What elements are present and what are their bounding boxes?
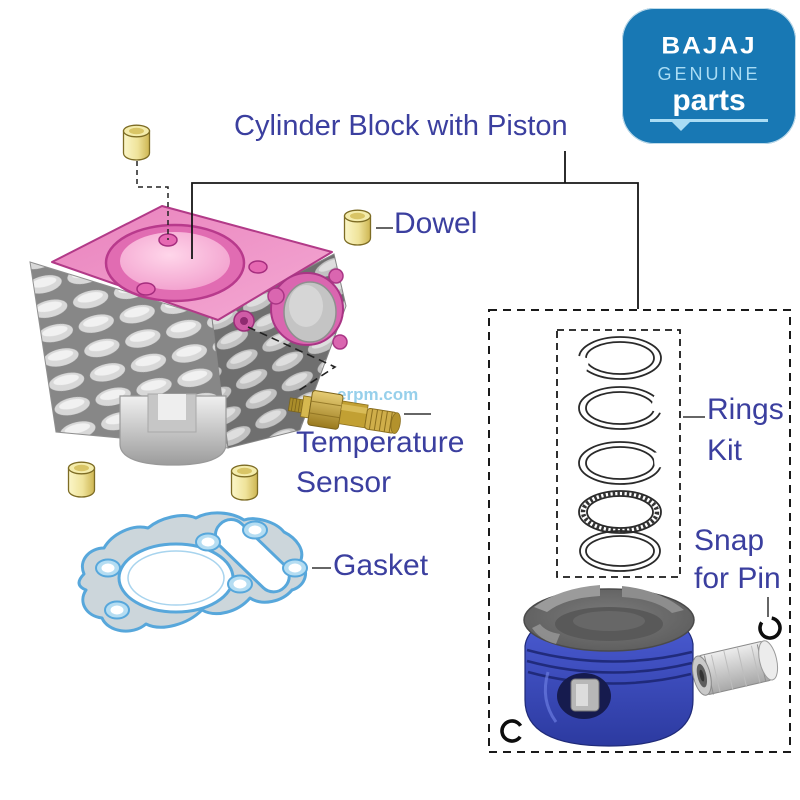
watermark: erpm.com [337, 385, 418, 404]
dowel-icon-top [122, 124, 151, 161]
piston-ring-4-oil [578, 490, 662, 534]
label-for-pin: for Pin [694, 562, 781, 595]
badge-parts-text: parts [672, 84, 746, 117]
label-rings: Rings [707, 393, 784, 426]
cylinder-block [29, 205, 348, 466]
dowel-icon-bottom-left [67, 461, 96, 498]
label-temperature: Temperature [296, 426, 465, 459]
piston-ring-1 [566, 336, 662, 380]
title-connector-line [191, 151, 639, 309]
cylinder-skirt [119, 393, 227, 466]
dowel-leader-dashed [136, 161, 169, 240]
gasket [77, 511, 308, 633]
sensor-hole [233, 310, 255, 332]
dowel-icon-bottom-right [230, 464, 259, 501]
temperature-sensor [287, 390, 401, 434]
gasket-bolt-holes [95, 520, 308, 620]
sensor-leader-dashed [247, 326, 337, 392]
piston-ring-2 [578, 386, 674, 430]
cylinder-bore [104, 223, 246, 303]
piston-rings [566, 336, 674, 572]
side-port [267, 268, 348, 350]
label-dowel: Dowel [394, 207, 478, 240]
snap-ring-right [758, 616, 782, 640]
piston-ring-3 [578, 441, 673, 485]
piston-ring-5 [579, 530, 661, 572]
label-sensor: Sensor [296, 466, 392, 499]
snap-ring-left [500, 719, 524, 743]
badge-underline-arrow-icon [650, 119, 768, 131]
bajaj-genuine-parts-badge: BAJAJ GENUINE parts [622, 8, 796, 144]
badge-genuine-text: GENUINE [657, 64, 761, 84]
piston-kit-dashed-box [488, 309, 791, 753]
badge-brand-text: BAJAJ [661, 31, 757, 59]
label-snap: Snap [694, 524, 765, 557]
label-kit: Kit [707, 434, 743, 467]
piston [523, 585, 695, 747]
dowel-icon-label [343, 209, 372, 246]
label-gasket: Gasket [333, 549, 429, 582]
diagram-title: Cylinder Block with Piston [234, 110, 568, 142]
piston-pin [691, 640, 779, 696]
piston-pin-boss [557, 673, 611, 719]
rings-kit-dashed-box [556, 329, 681, 578]
